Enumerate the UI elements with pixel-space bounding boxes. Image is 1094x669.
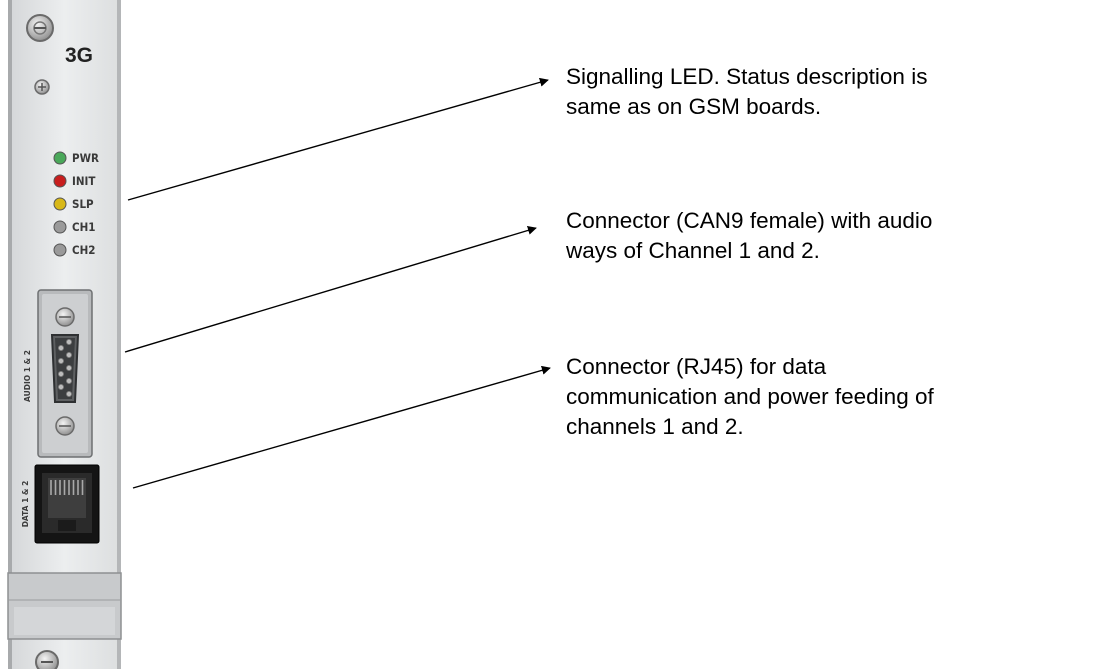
panel-handle	[7, 572, 122, 640]
audio-port-label: AUDIO 1 & 2	[23, 350, 32, 402]
connector-screw-icon	[55, 416, 75, 436]
callout-arrow-audio	[124, 226, 537, 353]
callout-line: same as on GSM boards.	[566, 94, 822, 119]
led-label-init: INIT	[72, 174, 95, 188]
callout-line: Connector (RJ45) for data	[566, 354, 827, 379]
callout-line: Signalling LED. Status description is	[566, 64, 928, 89]
bottom-screw-icon	[35, 650, 59, 669]
db9-pins	[58, 338, 73, 397]
led-group: PWR INIT SLP CH1 CH2	[53, 151, 99, 257]
led-ch1-icon	[53, 220, 67, 234]
audio-connector	[37, 289, 93, 458]
led-slp-icon	[53, 197, 67, 211]
led-label-slp: SLP	[72, 197, 94, 211]
led-init-icon	[53, 174, 67, 188]
callout-audio-connector: Connector (CAN9 female) with audio ways …	[566, 206, 1091, 266]
led-pwr-icon	[53, 151, 67, 165]
board-model-label: 3G	[65, 44, 93, 67]
rj45-contacts	[50, 480, 84, 495]
callout-data-connector: Connector (RJ45) for data communication …	[566, 352, 1091, 442]
callout-signalling-led: Signalling LED. Status description is sa…	[566, 62, 1091, 122]
panel-screw-icon	[34, 79, 50, 95]
data-connector	[34, 464, 100, 544]
callout-line: channels 1 and 2.	[566, 414, 744, 439]
led-label-ch2: CH2	[72, 243, 95, 257]
callout-arrow-signalling	[127, 77, 549, 201]
callout-line: Connector (CAN9 female) with audio	[566, 208, 933, 233]
callout-arrow-data	[132, 365, 551, 489]
led-label-pwr: PWR	[72, 151, 99, 165]
connector-screw-icon	[55, 307, 75, 327]
top-screw-icon	[26, 14, 54, 42]
callout-line: communication and power feeding of	[566, 384, 934, 409]
led-label-ch1: CH1	[72, 220, 95, 234]
led-ch2-icon	[53, 243, 67, 257]
callout-line: ways of Channel 1 and 2.	[566, 238, 820, 263]
data-port-label: DATA 1 & 2	[21, 481, 30, 528]
